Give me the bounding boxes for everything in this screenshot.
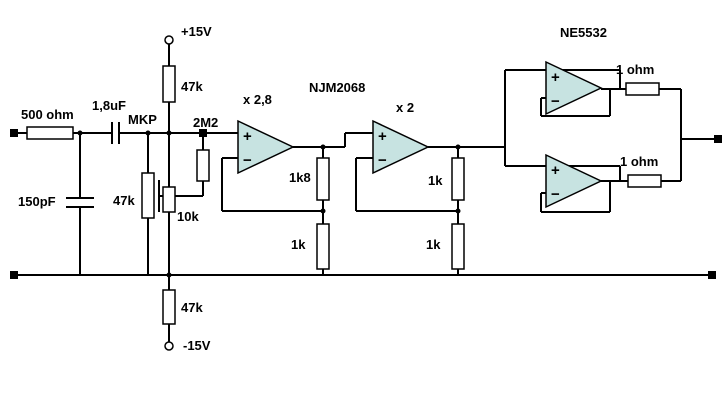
buffer-top-plus: + bbox=[551, 69, 560, 86]
label-vpos: +15V bbox=[181, 24, 212, 39]
label-trim-10k: 10k bbox=[177, 209, 199, 224]
output-terminal bbox=[714, 135, 722, 143]
output-resistor-top bbox=[625, 82, 660, 96]
label-source-resistor: 500 ohm bbox=[21, 107, 74, 122]
ground-bus bbox=[10, 271, 716, 279]
label-pot-47k: 47k bbox=[113, 193, 135, 208]
bias-resistor bbox=[175, 129, 210, 197]
feedback-network-1 bbox=[316, 147, 330, 275]
label-input-capacitor: 1,8uF bbox=[92, 98, 126, 113]
label-capacitor-type: MKP bbox=[128, 112, 157, 127]
opamp-1: + − bbox=[237, 119, 295, 175]
label-r-top: 47k bbox=[181, 79, 203, 94]
label-shunt-capacitor: 150pF bbox=[18, 194, 56, 209]
input-capacitor bbox=[111, 122, 120, 144]
buffer-bottom-minus: − bbox=[551, 186, 560, 203]
source-resistor bbox=[26, 126, 74, 140]
label-r-out-bottom: 1 ohm bbox=[620, 154, 658, 169]
label-r-bottom: 47k bbox=[181, 300, 203, 315]
buffer-opamp-bottom: + − bbox=[545, 153, 603, 209]
label-r-ground-2: 1k bbox=[426, 237, 441, 252]
label-gain-1: x 2,8 bbox=[243, 92, 272, 107]
label-r-feedback-1: 1k8 bbox=[289, 170, 311, 185]
buffer-bottom-plus: + bbox=[551, 162, 560, 179]
label-gain-2: x 2 bbox=[396, 100, 414, 115]
supply-divider bbox=[162, 35, 176, 351]
label-r-out-top: 1 ohm bbox=[616, 62, 654, 77]
label-bias-resistor: 2M2 bbox=[193, 115, 218, 130]
label-r-ground-1: 1k bbox=[291, 237, 306, 252]
label-ic-1: NJM2068 bbox=[309, 80, 365, 95]
opamp-2-plus: + bbox=[378, 128, 387, 145]
output-resistor-bottom bbox=[627, 174, 662, 188]
buffer-opamp-top: + − bbox=[545, 60, 603, 116]
input-terminal bbox=[10, 129, 27, 137]
label-vneg: -15V bbox=[183, 338, 211, 353]
label-ic-2: NE5532 bbox=[560, 25, 607, 40]
buffer-top-minus: − bbox=[551, 93, 560, 110]
label-r-feedback-2: 1k bbox=[428, 173, 443, 188]
opamp-2-minus: − bbox=[378, 152, 387, 169]
opamp-1-plus: + bbox=[243, 128, 252, 145]
opamp-1-minus: − bbox=[243, 152, 252, 169]
opamp-2: + − bbox=[372, 119, 430, 175]
feedback-network-2 bbox=[451, 147, 465, 275]
shunt-capacitor bbox=[66, 133, 94, 275]
